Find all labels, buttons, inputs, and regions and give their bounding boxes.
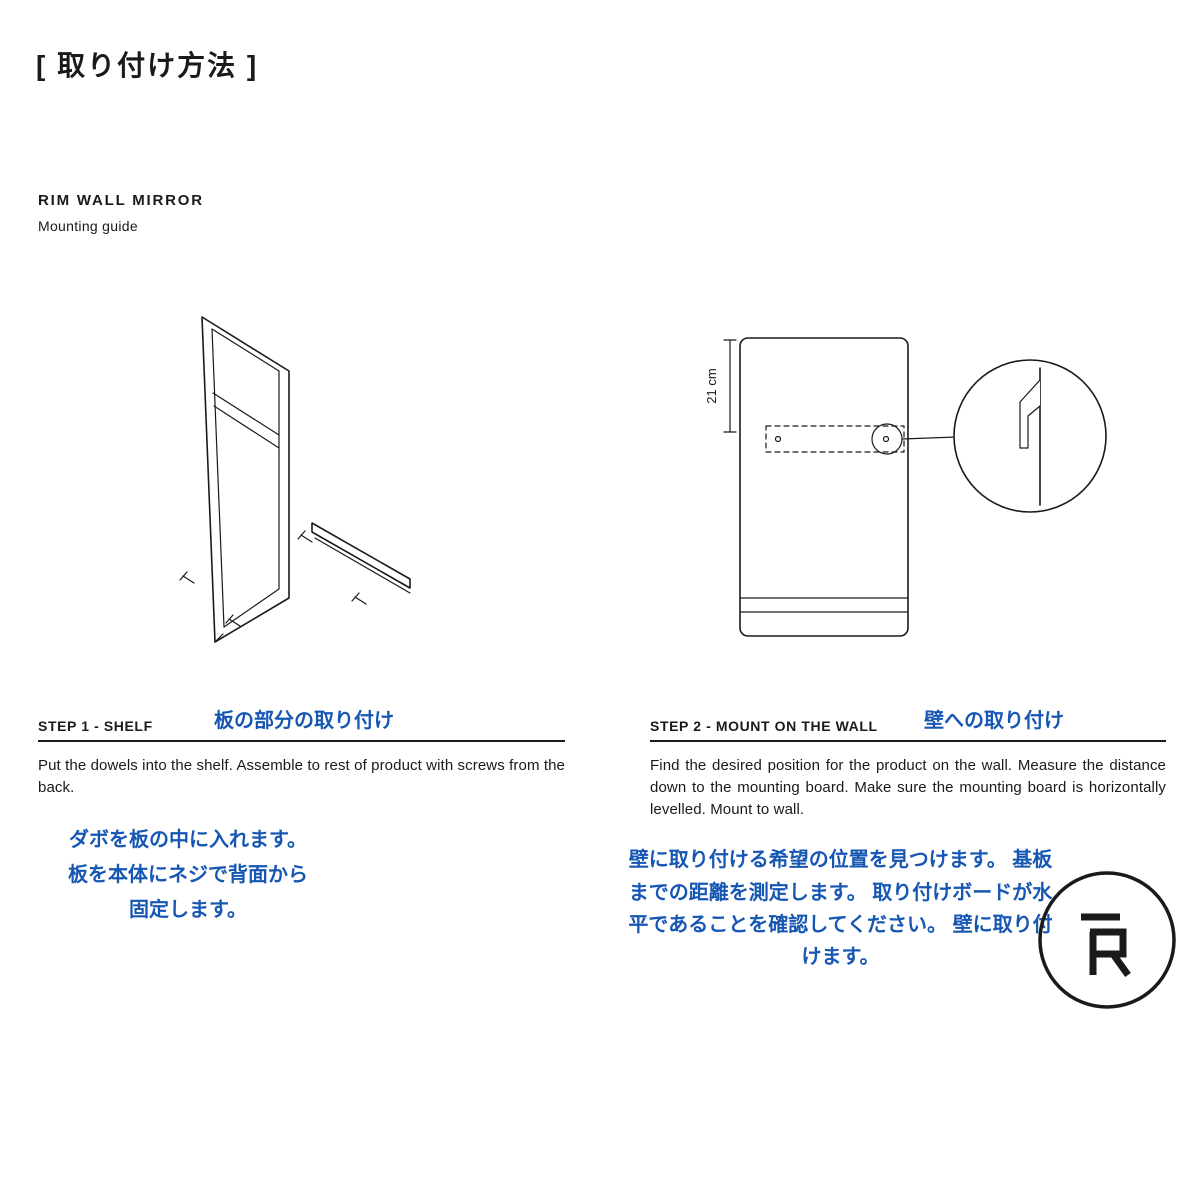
detail-cleat-profile: [1019, 379, 1041, 449]
step2-ja-line: 平であることを確認してください。 壁に取り付: [628, 914, 1053, 937]
screw-icon: [297, 530, 313, 543]
shelf-board-front-edge: [314, 537, 411, 594]
step2-ja-line: 壁に取り付ける希望の位置を見つけます。 基板: [628, 849, 1053, 872]
mirror-frame-inner: [211, 328, 280, 628]
step1-header: STEP 1 - SHELF 板の部分の取り付け: [38, 703, 565, 737]
shelf-board: [311, 522, 411, 589]
fr-monogram-icon: [1081, 913, 1131, 978]
step2-ja-line: けます。: [801, 946, 880, 969]
mirror-front: [739, 337, 909, 637]
step1-heading-ja: 板の部分の取り付け: [214, 710, 394, 732]
mirror-frame-outer: [201, 316, 290, 643]
step1-divider: [38, 740, 565, 742]
detail-circle: [953, 359, 1107, 513]
step1-heading: STEP 1 - SHELF: [38, 718, 153, 734]
screw-icon: [351, 592, 367, 605]
frame-crossbar-bottom: [213, 405, 280, 449]
step2-section: STEP 2 - MOUNT ON THE WALL 壁への取り付け Find …: [628, 703, 1166, 974]
product-name: RIM WALL MIRROR: [38, 192, 204, 209]
screw-hole-right: [882, 435, 890, 443]
screw-hole-left: [774, 435, 782, 443]
step1-ja-line: 固定します。: [129, 898, 247, 921]
step1-body-ja: ダボを板の中に入れます。 板を本体にネジで背面から 固定します。: [38, 823, 338, 928]
step2-heading-ja: 壁への取り付け: [924, 710, 1064, 732]
screw-icon: [179, 571, 195, 584]
step2-heading: STEP 2 - MOUNT ON THE WALL: [650, 718, 878, 734]
step2-body-en: Find the desired position for the produc…: [650, 757, 1166, 818]
brand-block: RIM WALL MIRROR Mounting guide: [38, 192, 204, 234]
mounting-board-dashed: [765, 425, 905, 453]
shelf-assembly-diagram: [179, 316, 411, 643]
logo-circle: [1038, 871, 1176, 1009]
product-subtitle: Mounting guide: [38, 218, 138, 234]
fr-logo: [1038, 871, 1176, 1009]
step1-ja-line: 板を本体にネジで背面から: [68, 863, 308, 886]
dimension-label: 21 cm: [704, 368, 719, 403]
wall-mount-diagram: 21 cm: [704, 337, 1107, 637]
frame-crossbar-top: [212, 392, 280, 436]
step2-divider: [650, 740, 1166, 742]
frame-edge: [214, 633, 224, 643]
step1-body-en: Put the dowels into the shelf. Assemble …: [38, 757, 565, 796]
step1-ja-line: ダボを板の中に入れます。: [69, 828, 307, 851]
step2-body-ja: 壁に取り付ける希望の位置を見つけます。 基板 までの距離を測定します。 取り付け…: [588, 844, 1093, 974]
callout-connector: [901, 436, 957, 440]
page-title: [ 取り付け方法 ]: [36, 50, 259, 81]
step2-ja-line: までの距離を測定します。 取り付けボードが水: [628, 881, 1053, 904]
step1-section: STEP 1 - SHELF 板の部分の取り付け Put the dowels …: [38, 703, 565, 928]
step2-header: STEP 2 - MOUNT ON THE WALL 壁への取り付け: [650, 703, 1166, 737]
